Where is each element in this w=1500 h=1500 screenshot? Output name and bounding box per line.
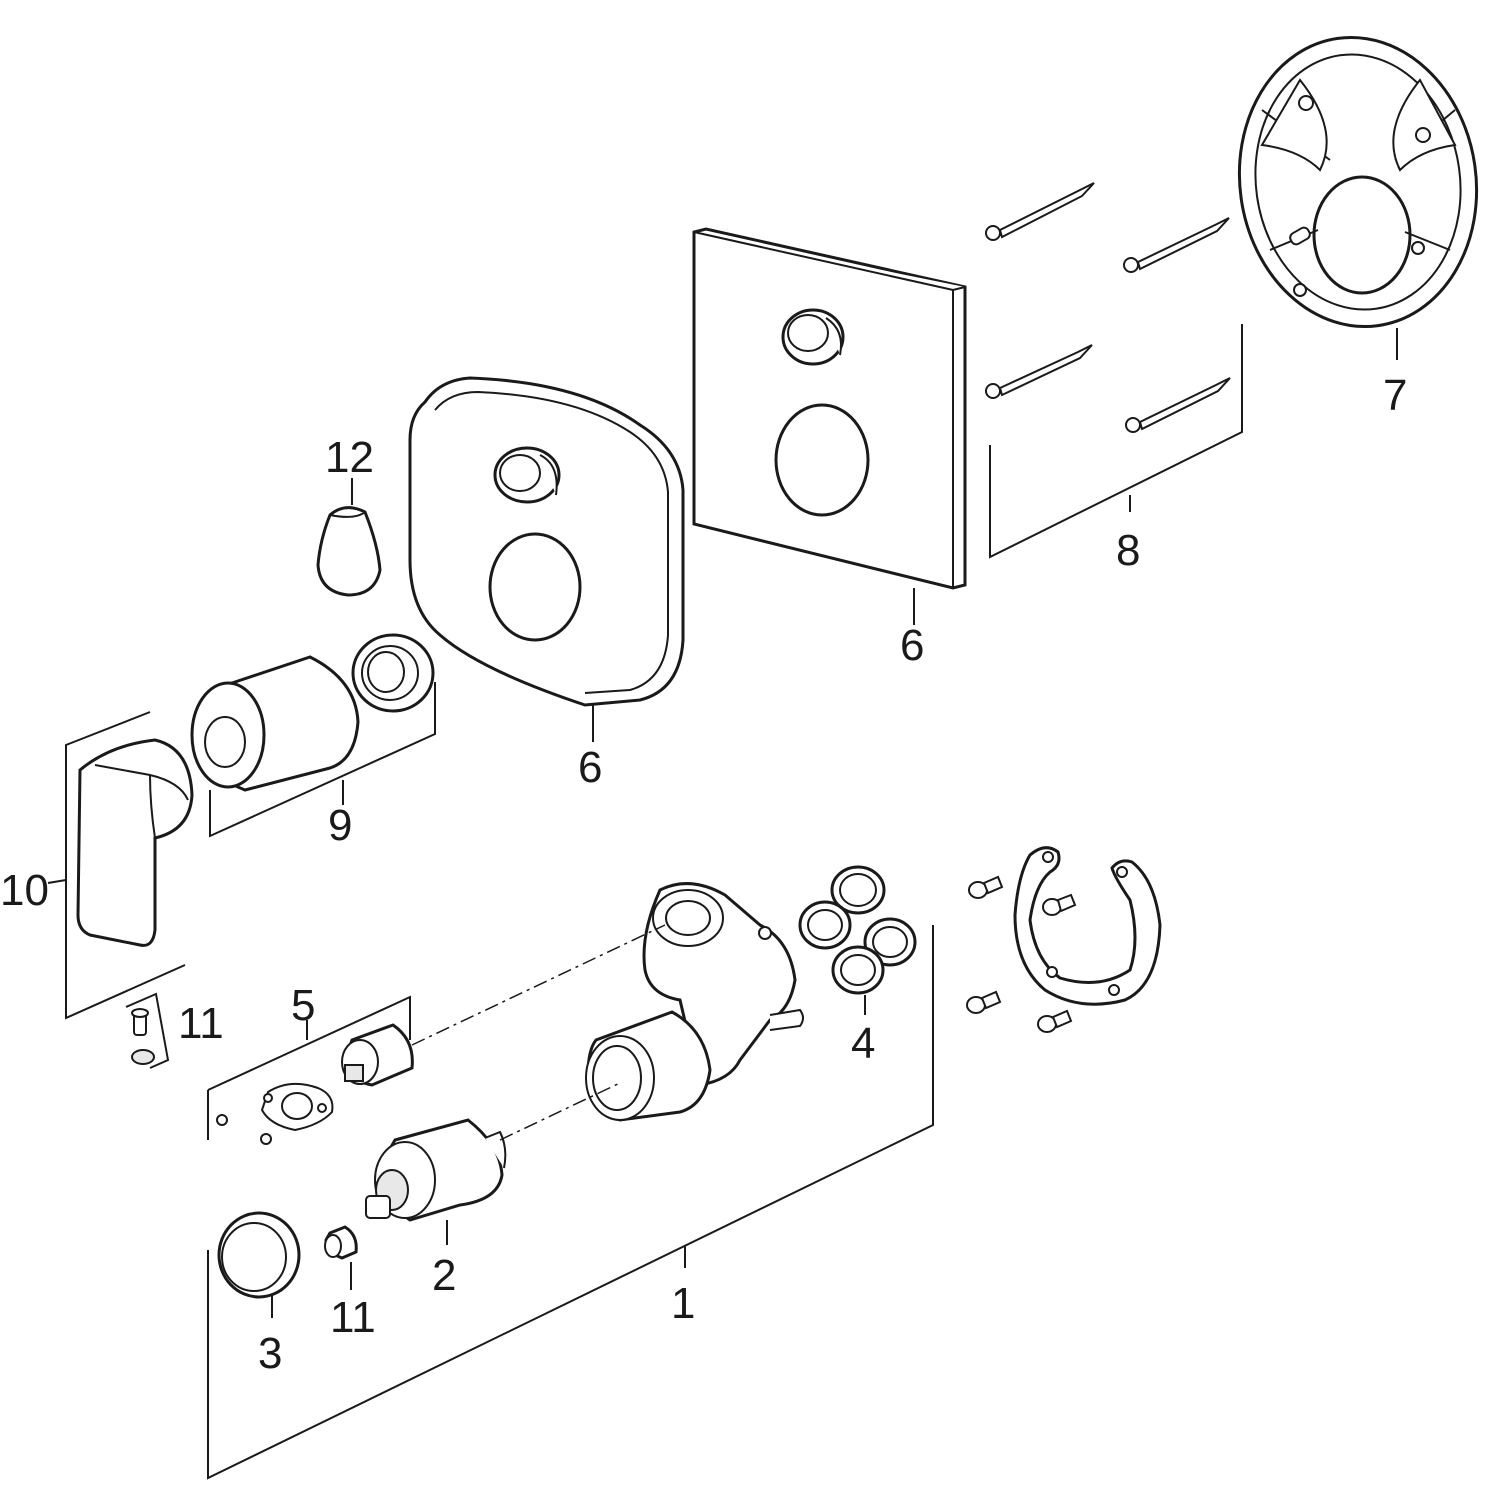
- label-4: 4: [851, 1019, 875, 1068]
- thermostatic-cartridge-part-2: [365, 1118, 507, 1222]
- label-3: 3: [258, 1329, 282, 1378]
- lever-handle-part-10: [76, 738, 194, 947]
- label-9: 9: [328, 801, 352, 850]
- mounting-ring-part-7: [1237, 35, 1479, 329]
- rounded-cover-plate-part-6: [408, 376, 685, 707]
- label-11a: 11: [178, 999, 224, 1048]
- knob-part-12: [316, 506, 382, 597]
- mounting-bracket: [966, 846, 1162, 1033]
- label-5: 5: [291, 981, 315, 1030]
- label-12: 12: [325, 433, 374, 482]
- diverter-cartridge-part-5: [216, 1023, 414, 1145]
- grub-screw-part-11: [131, 1008, 155, 1065]
- screws-part-8: [985, 182, 1231, 433]
- label-8: 8: [1116, 526, 1140, 575]
- valve-body-part-1: [585, 882, 804, 1122]
- label-1: 1: [671, 1279, 695, 1328]
- o-rings-part-4: [798, 865, 917, 995]
- label-6a: 6: [578, 743, 602, 792]
- label-7: 7: [1383, 371, 1407, 420]
- label-11b: 11: [330, 1293, 376, 1342]
- sleeve-part-11: [324, 1225, 358, 1260]
- ring-part-3: [217, 1211, 301, 1299]
- square-cover-plate-part-6: [692, 227, 967, 590]
- label-10: 10: [0, 866, 49, 915]
- label-6b: 6: [900, 621, 924, 670]
- sleeve-part-9: [190, 633, 435, 792]
- label-2: 2: [432, 1251, 456, 1300]
